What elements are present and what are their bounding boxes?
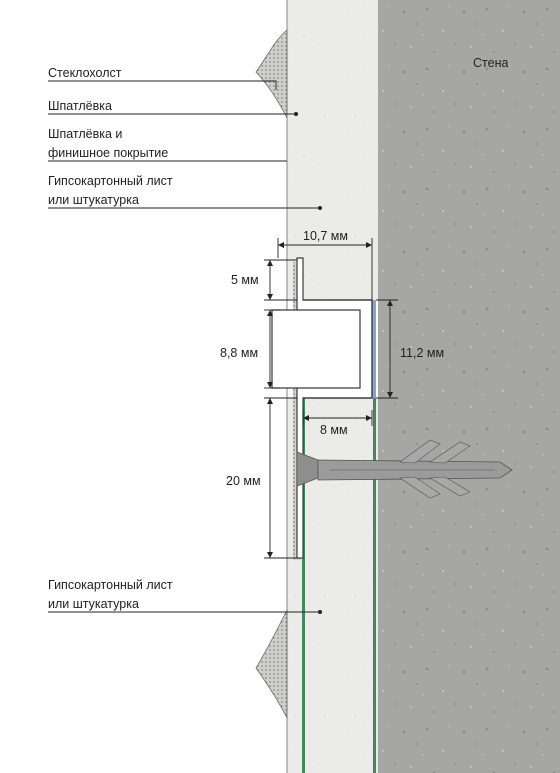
profile-channel-shell bbox=[303, 299, 373, 399]
green-layer-right bbox=[373, 398, 376, 773]
fiberglass-bulge-bottom bbox=[255, 609, 288, 719]
label-drywall-bottom-1: Гипсокартонный лист bbox=[48, 578, 173, 592]
label-drywall-top-2: или штукатурка bbox=[48, 193, 139, 207]
green-layer-left bbox=[302, 398, 305, 773]
profile-channel-inner bbox=[271, 309, 361, 389]
dimension-lines bbox=[264, 238, 398, 559]
label-drywall-top-1: Гипсокартонный лист bbox=[48, 174, 173, 188]
drywall-lower bbox=[303, 398, 378, 773]
label-fiberglass: Стеклохолст bbox=[48, 66, 122, 80]
concrete-wall bbox=[378, 0, 560, 773]
dowel bbox=[296, 439, 513, 499]
fiberglass-bulge-top bbox=[255, 29, 288, 119]
dim-lower-flange: 20 мм bbox=[226, 474, 261, 488]
leader-dot-2 bbox=[318, 206, 322, 210]
dim-profile-depth: 8 мм bbox=[320, 423, 348, 437]
dimension-arrows bbox=[267, 242, 393, 558]
label-putty-finish-2: финишное покрытие bbox=[48, 146, 168, 160]
leader-lines bbox=[48, 80, 320, 613]
dim-channel-inner: 8,8 мм bbox=[220, 346, 258, 360]
drywall-upper bbox=[287, 0, 378, 300]
leader-dot-1 bbox=[294, 112, 298, 116]
label-wall: Стена bbox=[473, 56, 508, 70]
dim-flange-height: 5 мм bbox=[231, 273, 259, 287]
label-putty-finish-1: Шпатлёвка и bbox=[48, 127, 122, 141]
label-drywall-bottom-2: или штукатурка bbox=[48, 597, 139, 611]
dim-channel-outer: 11,2 мм bbox=[400, 346, 444, 360]
label-putty: Шпатлёвка bbox=[48, 99, 112, 113]
dim-width-total: 10,7 мм bbox=[303, 229, 348, 243]
leader-dot-3 bbox=[318, 610, 322, 614]
